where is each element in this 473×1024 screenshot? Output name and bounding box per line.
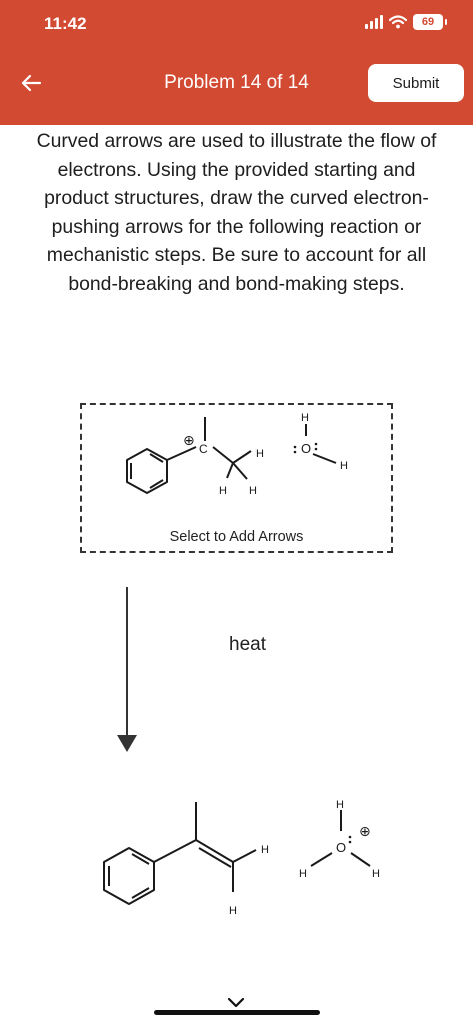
wifi-icon	[389, 15, 407, 29]
reaction-arrow-icon	[117, 587, 137, 752]
alkene-hydrogen-label: H	[229, 905, 237, 917]
hydronium-oxygen-label: O	[336, 840, 346, 855]
hydronium-hydrogen-label: H	[336, 799, 344, 811]
water-hydrogen-label: H	[340, 460, 348, 472]
reaction-condition: heat	[229, 634, 266, 655]
add-arrows-label: Select to Add Arrows	[169, 529, 304, 545]
water-hydrogen-label: H	[301, 412, 309, 424]
carbocation-atom: C	[199, 442, 208, 456]
carbocation-charge: ⊕	[183, 433, 195, 449]
water-oxygen-label: O	[301, 441, 311, 456]
hydrogen-label: H	[219, 485, 227, 497]
product-structure: H H H O ⊕ H H	[103, 799, 380, 917]
hydrogen-label: H	[256, 448, 264, 460]
signal-icon	[365, 15, 383, 29]
page-title: Problem 14 of 14	[164, 72, 309, 93]
hydronium-charge: ⊕	[359, 824, 371, 840]
hydronium-hydrogen-label: H	[299, 868, 307, 880]
back-arrow-icon[interactable]	[18, 70, 44, 96]
status-icons: 69	[365, 14, 447, 30]
chevron-down-icon[interactable]	[226, 997, 246, 1009]
app-header: 11:42 69 Problem 14 of 14 Submit	[0, 0, 473, 125]
status-time: 11:42	[44, 14, 87, 33]
battery-icon: 69	[413, 14, 447, 30]
hydrogen-label: H	[249, 485, 257, 497]
instructions-text: Curved arrows are used to illustrate the…	[36, 130, 437, 295]
oxygen-lone-pair	[348, 835, 352, 844]
hydronium-hydrogen-label: H	[372, 868, 380, 880]
arrow-drawing-canvas[interactable]: Select to Add Arrows	[80, 403, 393, 553]
oxygen-lone-pairs	[293, 442, 318, 454]
home-indicator	[154, 1010, 320, 1015]
alkene-hydrogen-label: H	[261, 844, 269, 856]
submit-button[interactable]: Submit	[368, 64, 464, 102]
starting-structure: ⊕ C H H H H O H	[126, 412, 348, 497]
